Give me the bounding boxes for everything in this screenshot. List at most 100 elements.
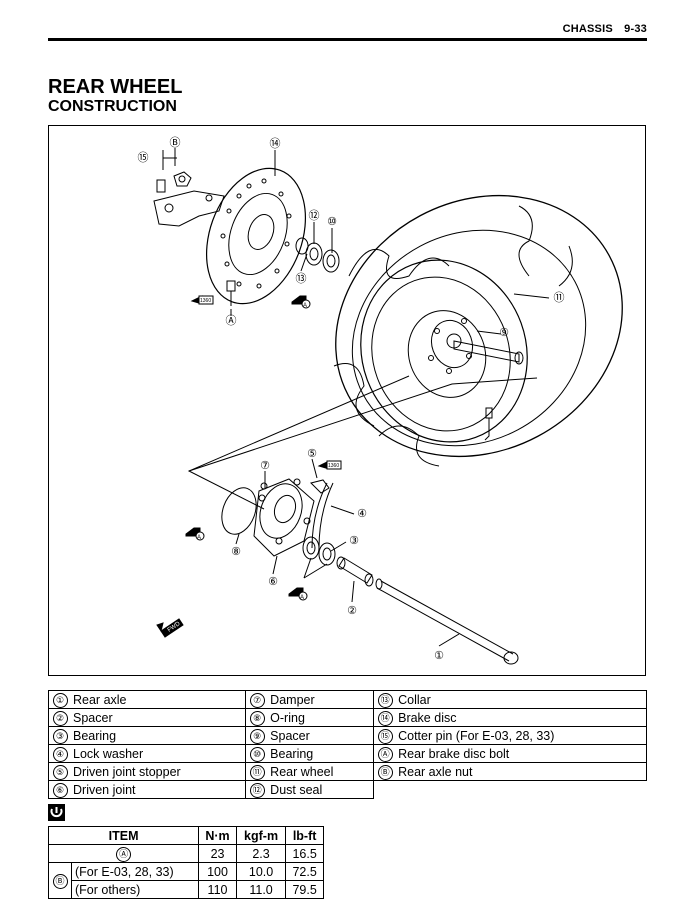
part-label: Brake disc: [396, 708, 648, 727]
header-rule: [48, 38, 647, 41]
torque-wrench-icon: [48, 804, 65, 821]
table-row: ⑥ Driven joint ⑫ Dust seal: [48, 780, 647, 799]
part-number: ⑮: [377, 728, 393, 744]
grease-symbols: A A A: [156, 295, 342, 638]
value-nm: 110: [198, 880, 237, 899]
lock-washer: [311, 482, 334, 549]
part-label: Cotter pin (For E-03, 28, 33): [396, 726, 648, 745]
caliper-bracket: [153, 150, 225, 227]
part-number: ⑥: [52, 782, 68, 798]
part-label: Rear wheel: [268, 762, 375, 781]
driven-joint: [253, 478, 315, 557]
callout-1: ①: [434, 650, 444, 662]
callout-5: ⑤: [307, 448, 317, 460]
condition: (For others): [70, 880, 200, 899]
thread-lock-label-2: 1360: [328, 463, 339, 469]
exploded-view-drawing: A A A ⑮ Ⓑ ⑭ ⑫ ⑩ ⑬ Ⓐ ⑪ ⑨ ⑦ ⑤ ④ ③ ⑧ ⑥ ② ①: [138, 136, 623, 665]
callout-10: ⑩: [327, 216, 337, 228]
part-number: ⑭: [377, 710, 393, 726]
wheel-hub: [407, 310, 524, 398]
part-label: Bearing: [268, 744, 375, 763]
callout-b: Ⓑ: [170, 136, 181, 149]
callout-7: ⑦: [260, 460, 270, 472]
value-kgfm: 10.0: [235, 862, 287, 881]
grease-icon-3: A: [288, 587, 308, 601]
table-row: ③ Bearing ⑨ Spacer ⑮ Cotter pin (For E-0…: [48, 726, 648, 745]
part-number: ⑬: [377, 692, 393, 708]
table-row: Ⓑ (For E-03, 28, 33) 100 10.0 72.5: [48, 862, 324, 899]
thread-lock-icon-2: [317, 460, 342, 470]
part-label: Damper: [268, 690, 375, 709]
part-label: Rear axle nut: [396, 762, 648, 781]
value-kgfm: 11.0: [235, 880, 287, 899]
item-b: Ⓑ: [52, 873, 68, 889]
part-number: ⑤: [52, 764, 68, 780]
grease-icon-2: A: [185, 527, 205, 541]
part-label: Rear axle: [71, 690, 247, 709]
part-label: O-ring: [268, 708, 375, 727]
table-row: ⑤ Driven joint stopper ⑪ Rear wheel Ⓑ Re…: [48, 762, 648, 781]
part-label: Lock washer: [71, 744, 247, 763]
part-number: ⑧: [249, 710, 265, 726]
value-lbft: 79.5: [285, 880, 324, 899]
callout-2: ②: [347, 605, 357, 617]
part-label: Driven joint: [71, 780, 247, 799]
part-label: Bearing: [71, 726, 247, 745]
svg-text:A: A: [300, 595, 304, 601]
part-number: Ⓐ: [377, 746, 393, 762]
thread-lock-icon-1: [190, 295, 214, 305]
svg-text:A: A: [303, 303, 307, 309]
driven-joint-stopper: [310, 479, 330, 494]
value-nm: 100: [198, 862, 237, 881]
part-number: ⑩: [249, 746, 265, 762]
part-number: ⑦: [249, 692, 265, 708]
table-header-row: ITEM N·m kgf-m lb-ft: [47, 826, 324, 845]
value-kgfm: 2.3: [235, 844, 287, 863]
callout-11: ⑪: [554, 291, 565, 304]
part-label: Collar: [396, 690, 648, 709]
value-lbft: 72.5: [285, 862, 324, 881]
header-lbft: lb-ft: [285, 826, 324, 845]
table-row: ② Spacer ⑧ O-ring ⑭ Brake disc: [48, 708, 648, 727]
rear-axle: [375, 578, 519, 665]
value-nm: 23: [198, 844, 237, 863]
torque-table: ITEM N·m kgf-m lb-ft Ⓐ 23 2.3 16.5 Ⓑ (Fo…: [47, 826, 324, 899]
callout-3: ③: [349, 535, 359, 547]
callout-4: ④: [357, 508, 367, 520]
callout-9: ⑨: [499, 327, 509, 339]
part-number: Ⓑ: [377, 764, 393, 780]
callout-15: ⑮: [138, 151, 149, 164]
table-row: Ⓐ 23 2.3 16.5: [47, 844, 324, 863]
rear-wheel-tire: [333, 194, 623, 467]
part-number: ①: [52, 692, 68, 708]
table-row: (For others) 110 11.0 79.5: [49, 880, 324, 899]
value-lbft: 16.5: [285, 844, 324, 863]
section-name: CHASSIS: [562, 23, 613, 35]
exploded-view-figure: A A A ⑮ Ⓑ ⑭ ⑫ ⑩ ⑬ Ⓐ ⑪ ⑨ ⑦ ⑤ ④ ③ ⑧ ⑥ ② ①: [48, 125, 646, 676]
part-number: ③: [52, 728, 68, 744]
table-row: ① Rear axle ⑦ Damper ⑬ Collar: [48, 690, 648, 709]
callout-13: ⑬: [296, 272, 307, 285]
page-subtitle: CONSTRUCTION: [48, 98, 177, 115]
condition: (For E-03, 28, 33): [70, 862, 200, 881]
disc-bolt: [226, 280, 236, 306]
part-number: ⑫: [249, 782, 265, 798]
part-label: Dust seal: [268, 780, 375, 799]
callout-14: ⑭: [270, 137, 281, 150]
part-label: Spacer: [71, 708, 247, 727]
fwd-arrow-icon: [156, 618, 184, 638]
tire-valve: [484, 407, 493, 441]
axle-spacer: [336, 556, 374, 587]
header-nm: N·m: [198, 826, 237, 845]
part-number: ④: [52, 746, 68, 762]
brake-disc: [205, 167, 307, 305]
header-item: ITEM: [47, 826, 200, 845]
item-a: Ⓐ: [116, 846, 132, 862]
page-number: 9-33: [624, 23, 647, 35]
callout-8: ⑧: [231, 546, 241, 558]
grease-icon-1: A: [291, 295, 311, 309]
table-row: ④ Lock washer ⑩ Bearing Ⓐ Rear brake dis…: [48, 744, 648, 763]
part-number: ⑪: [249, 764, 265, 780]
callouts: ⑮ Ⓑ ⑭ ⑫ ⑩ ⑬ Ⓐ ⑪ ⑨ ⑦ ⑤ ④ ③ ⑧ ⑥ ② ①: [138, 136, 565, 662]
page-title: REAR WHEEL: [48, 76, 183, 98]
